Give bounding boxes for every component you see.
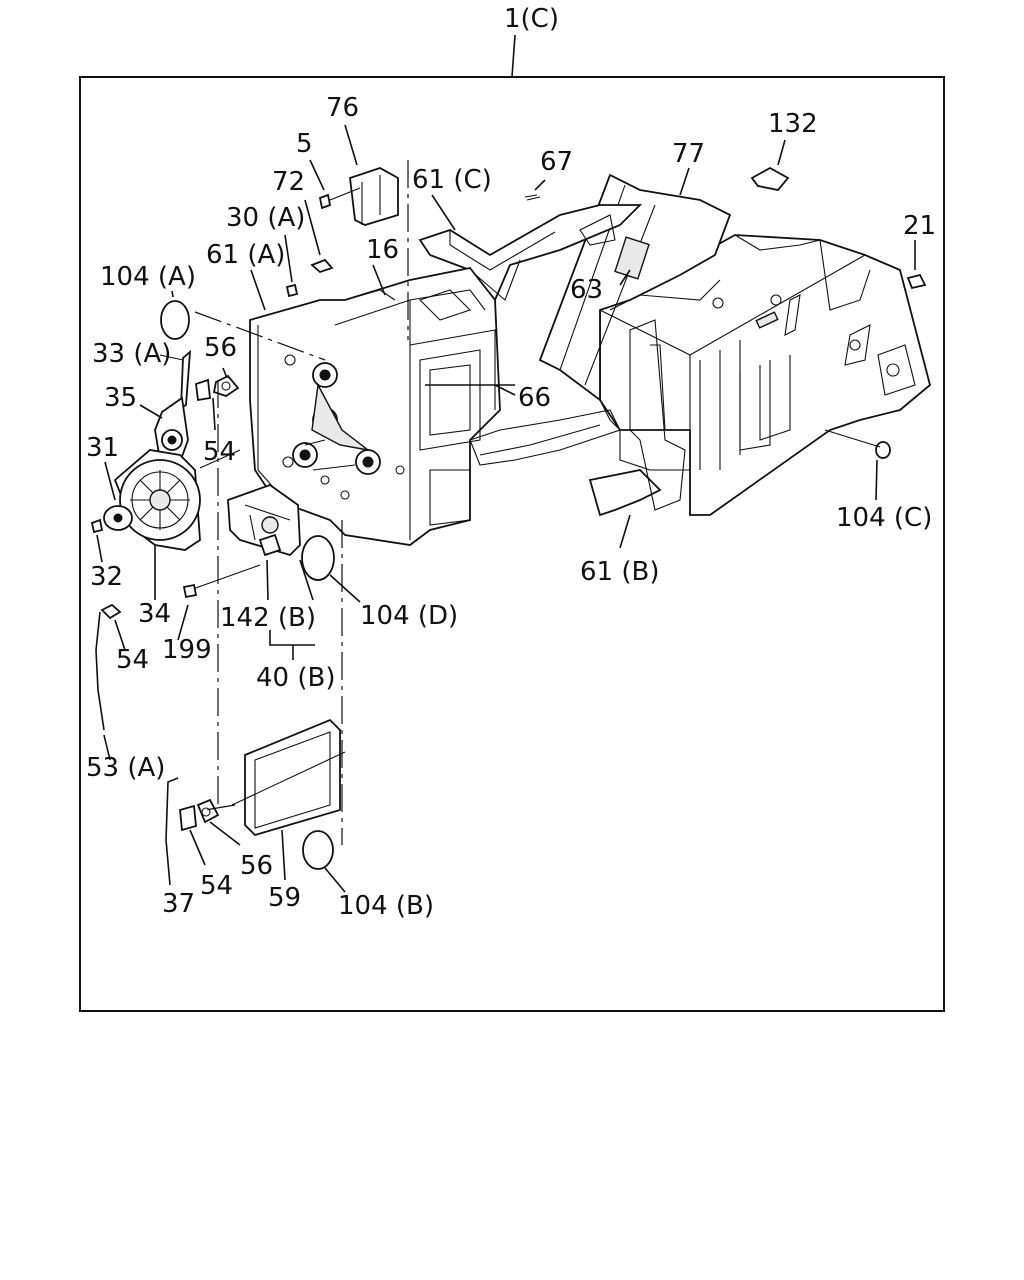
callout-31: 31 (86, 433, 119, 463)
duct-66 (425, 384, 621, 466)
callout-199: 199 (162, 635, 212, 665)
callout-56-lower: 56 (240, 851, 273, 881)
damper-gear-34 (90, 449, 241, 600)
callout-35: 35 (104, 383, 137, 413)
main-case-body (599, 234, 932, 516)
callout-104d: 104 (D) (360, 601, 458, 631)
callout-56-upper: 56 (204, 333, 237, 363)
lever-assembly-upper (154, 349, 240, 463)
cap-104d (301, 535, 361, 603)
duct-77 (538, 173, 732, 431)
callout-61a: 61 (A) (206, 240, 285, 270)
callout-104a: 104 (A) (100, 262, 196, 292)
small-parts-top (524, 139, 927, 290)
callout-54-upper: 54 (203, 437, 236, 467)
callout-72: 72 (272, 167, 305, 197)
bracket-61b (588, 319, 686, 517)
callout-32: 32 (90, 562, 123, 592)
callout-54-lower: 54 (200, 871, 233, 901)
callout-132: 132 (768, 109, 818, 139)
callout-30a: 30 (A) (226, 203, 305, 233)
assembly-label: 1(C) (504, 4, 559, 34)
callout-142b: 142 (B) (220, 603, 316, 633)
callout-61c: 61 (C) (412, 165, 492, 195)
callout-104c: 104 (C) (836, 503, 932, 533)
callout-labels: 76 5 72 30 (A) 61 (C) 67 77 132 21 104 (… (86, 93, 936, 921)
actuator-142b (177, 483, 315, 660)
callout-59: 59 (268, 883, 301, 913)
leader-lines (104, 167, 690, 549)
callout-33a: 33 (A) (92, 339, 171, 369)
callout-34: 34 (138, 599, 171, 629)
case-half-61a (249, 267, 501, 546)
callout-54-mid: 54 (116, 645, 149, 675)
cap-104a (160, 300, 190, 340)
callout-77: 77 (672, 139, 705, 169)
cap-104c (875, 441, 891, 459)
callout-67: 67 (540, 147, 573, 177)
callout-61b: 61 (B) (580, 557, 659, 587)
callout-21: 21 (903, 211, 936, 241)
filter-59 (231, 718, 346, 881)
callout-76: 76 (326, 93, 359, 123)
bracket-76 (284, 124, 399, 298)
rod-37 (165, 777, 241, 886)
link-mechanism (292, 362, 381, 475)
callout-40b: 40 (B) (256, 663, 335, 693)
callout-16: 16 (366, 235, 399, 265)
callout-5: 5 (296, 129, 313, 159)
callout-63: 63 (570, 275, 603, 305)
guide-lines (194, 160, 409, 845)
rod-53a (95, 603, 126, 761)
callout-37: 37 (162, 889, 195, 919)
callout-53a: 53 (A) (86, 753, 165, 783)
callout-104b: 104 (B) (338, 891, 434, 921)
callout-66: 66 (518, 383, 551, 413)
cap-104b (302, 830, 346, 893)
